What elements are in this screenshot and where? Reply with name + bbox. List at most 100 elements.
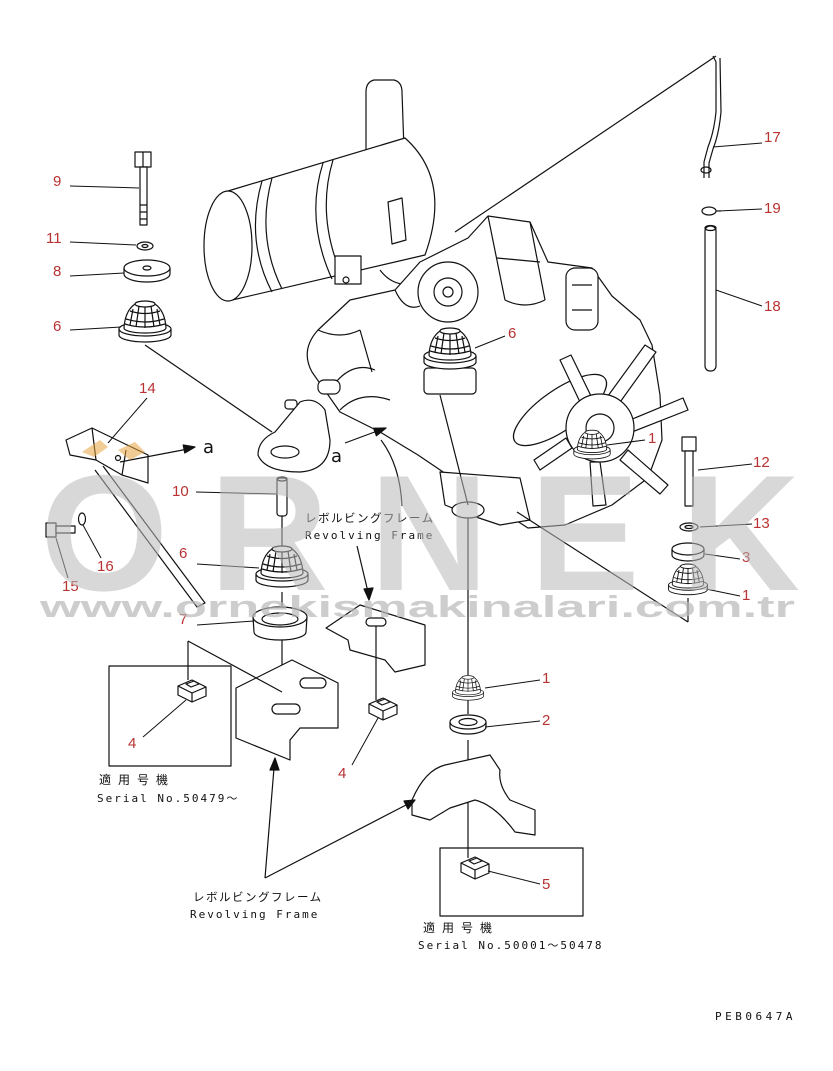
arrow-head (182, 444, 196, 454)
leader-line (55, 537, 69, 579)
leader-line (484, 720, 541, 728)
view-arrow-middle (344, 427, 403, 507)
muffler-tailpipe (365, 79, 405, 161)
washer-2 (449, 714, 487, 735)
muffler-strap (387, 197, 407, 245)
leader-line (484, 679, 541, 689)
pin-10 (276, 477, 288, 517)
washer-13-hole (684, 524, 694, 530)
muffler-body (227, 137, 436, 302)
callout-leaders (55, 142, 763, 885)
air-intake-detail (572, 284, 592, 311)
frame-slot (299, 677, 327, 689)
callout-19: 19 (764, 200, 781, 217)
leader-line (717, 208, 763, 212)
callout-1: 1 (542, 670, 550, 687)
serial-range: Serial No.50001～50478 (418, 939, 603, 952)
air-intake-box (565, 267, 599, 331)
muffler-band (254, 177, 283, 293)
callout-3: 3 (742, 549, 750, 566)
revolving-frame-label-en: Revolving Frame (305, 529, 434, 542)
callout-12: 12 (753, 454, 770, 471)
arrow-head (269, 757, 280, 771)
callout-2: 2 (542, 712, 550, 729)
engine-mount-block (423, 367, 477, 395)
callout-15: 15 (62, 578, 79, 595)
logo-accent (118, 442, 145, 460)
leader-line (82, 524, 102, 559)
boss (284, 399, 298, 410)
leader-line (487, 870, 541, 885)
applicability-box-right (439, 847, 584, 917)
applicability-heading: 適用号機 (423, 920, 499, 935)
callout-10: 10 (172, 483, 189, 500)
callout-4: 4 (128, 735, 136, 752)
drawing (45, 55, 763, 917)
leader-line (196, 620, 255, 626)
center-lower-stack (411, 518, 584, 917)
plate-8-hole (142, 265, 152, 271)
left-lower-stack (252, 476, 309, 692)
turbocharger (417, 261, 479, 323)
block-4-middle (368, 697, 398, 721)
watermark: ORNEK www.ornekismakinalari.com.tr (38, 440, 800, 625)
bracket-14 (65, 427, 149, 484)
turbo-inlet (433, 277, 463, 307)
leader-line (606, 439, 646, 446)
washer-11 (136, 241, 154, 251)
callout-6: 6 (53, 318, 61, 335)
turbo-hub (442, 286, 454, 298)
logo-accent (82, 440, 108, 457)
pin-10-top (276, 476, 288, 482)
mount-axis (439, 394, 469, 506)
callout-labels: 9 11 8 6 14 10 15 16 6 7 4 4 6 1 12 13 3… (46, 129, 781, 893)
right-mount-stack (516, 436, 708, 623)
bracket-14-hole (114, 454, 122, 462)
callout-4: 4 (338, 765, 346, 782)
tube-top (704, 224, 717, 232)
revolving-frame-label-jp: レボルビングフレーム (305, 511, 435, 525)
view-marker-a: a (331, 446, 342, 467)
callout-5: 5 (542, 876, 550, 893)
callout-6: 6 (179, 545, 187, 562)
callout-1: 1 (742, 587, 750, 604)
callout-14: 14 (139, 380, 156, 397)
frame-link-line (187, 640, 283, 693)
arrow-shaft (119, 448, 189, 463)
dipstick-assembly (454, 55, 722, 372)
revolving-frame-label-jp: レボルビングフレーム (193, 890, 323, 904)
callout-7: 7 (179, 611, 187, 628)
mount-axis-left (144, 344, 273, 433)
muffler-bracket (334, 255, 362, 285)
bolt-9-thread (140, 204, 147, 220)
frame-labels: レボルビングフレーム Revolving Frame レボルビングフレーム Re… (190, 511, 435, 921)
foot-bracket-hole (270, 445, 300, 459)
arrow-shaft (264, 804, 407, 879)
applicability-heading: 適用号機 (99, 772, 175, 787)
boss (317, 379, 341, 395)
leader-line (107, 397, 148, 444)
callout-1: 1 (648, 430, 656, 447)
leader-line (69, 272, 125, 277)
leader-line (69, 326, 122, 331)
muffler-end-cap (203, 190, 253, 302)
leader-line (712, 142, 763, 148)
plate-7 (252, 606, 308, 628)
frame-plate-bottom (411, 754, 536, 836)
arrow-shaft (356, 545, 369, 593)
fan-blade (619, 449, 669, 495)
guide-ring (700, 166, 712, 174)
leader-line (69, 185, 140, 189)
cushion-1-center (452, 675, 484, 701)
frame-arrows-lower (264, 757, 416, 879)
exhaust-elbow (394, 289, 421, 308)
applicability-box-left (108, 665, 232, 767)
callout-18: 18 (764, 298, 781, 315)
callout-6: 6 (508, 325, 516, 342)
leader-line (704, 553, 741, 560)
dipstick-tube-18 (704, 225, 717, 372)
leader-line (705, 588, 741, 597)
washer-13 (679, 522, 699, 532)
left-engine-foot (257, 399, 331, 473)
